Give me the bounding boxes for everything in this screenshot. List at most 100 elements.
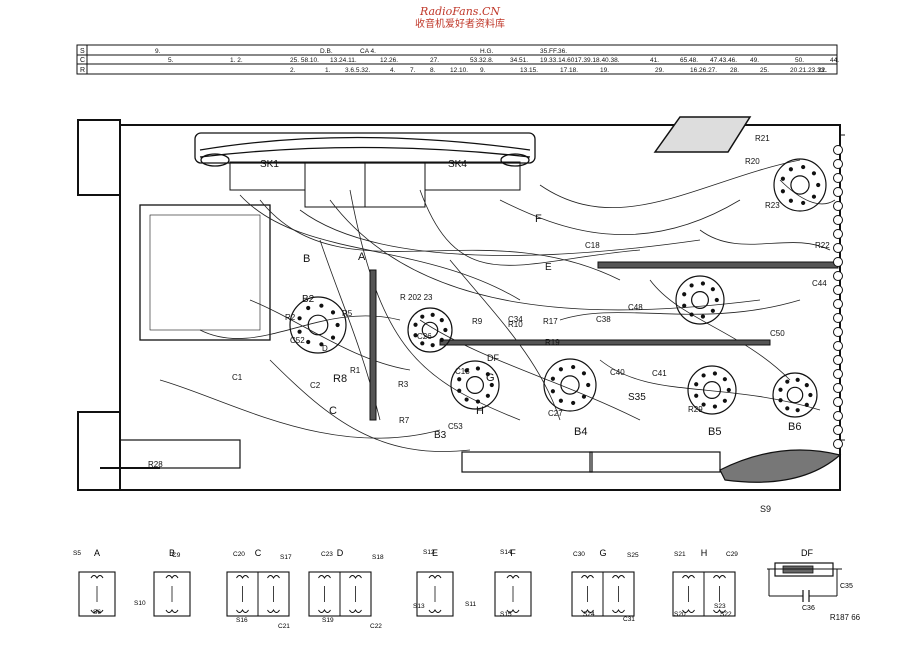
component-label: C38	[596, 315, 611, 324]
table-cell: 13.15.	[520, 67, 538, 74]
table-cell: 27.	[430, 57, 439, 64]
component-label: R17	[543, 317, 558, 326]
watermark-site: RadioFans.CN	[420, 5, 500, 18]
component-label: R5	[342, 309, 353, 318]
component-label: E	[545, 262, 552, 273]
table-cell: 1.	[325, 67, 331, 74]
table-cell: 17.18.	[560, 67, 578, 74]
module-part-label: C31	[623, 616, 635, 623]
component-label: C48	[628, 303, 643, 312]
module-title: E	[432, 548, 438, 558]
module-part-label: S5	[73, 550, 81, 557]
table-cell: 4.	[390, 67, 396, 74]
component-label: C41	[652, 369, 667, 378]
table-cell: H.G.	[480, 48, 494, 55]
component-label: C26	[417, 332, 432, 341]
module-part-label: C21	[278, 623, 290, 630]
module-part-label: S24	[583, 611, 595, 618]
watermark: RadioFans.CN 收音机爱好者资料库	[0, 5, 920, 30]
component-label: R29	[688, 405, 703, 414]
table-cell: 12.10.	[450, 67, 468, 74]
component-label: R28	[148, 460, 163, 469]
table-cell: 35.FF.36.	[540, 48, 567, 55]
table-cell: 9.	[155, 48, 161, 55]
module-part-label: S19	[322, 617, 334, 624]
component-label: R23	[765, 201, 780, 210]
module-title: B	[169, 548, 175, 558]
table-cell: 13.24.11.	[330, 57, 357, 64]
table-cell: 65.48.	[680, 57, 698, 64]
module-part-label: C22	[370, 623, 382, 630]
table-cell: 53.32.8.	[470, 57, 494, 64]
module-part-label: C36	[802, 605, 815, 612]
component-label: C34	[508, 315, 523, 324]
component-label: B6	[788, 421, 801, 433]
table-cell: 3.6.5.32.	[345, 67, 370, 74]
bottom-rail	[100, 439, 842, 483]
table-cell: 25. 58.10.	[290, 57, 319, 64]
module-part-label: C20	[233, 551, 245, 558]
footer-ref: R187 66	[830, 613, 861, 622]
component-label: DF	[487, 353, 499, 363]
module-part-label: S10	[134, 600, 146, 607]
component-label: C18	[585, 241, 600, 250]
module-part-label: S22	[720, 611, 732, 618]
component-label: F	[535, 213, 542, 225]
component-label: A	[358, 251, 366, 263]
module-part-label: C29	[726, 551, 738, 558]
component-label: R7	[399, 416, 410, 425]
component-label: B3	[434, 430, 447, 441]
component-label: C52	[290, 336, 305, 345]
component-label: B5	[708, 426, 721, 438]
module-part-label: S16	[236, 617, 248, 624]
component-label: R22	[815, 241, 830, 250]
table-cell: 25.	[760, 67, 769, 74]
component-label: R20	[745, 157, 760, 166]
component-label: H	[476, 405, 484, 417]
table-row-label: C	[80, 57, 85, 64]
component-label: C27	[548, 409, 563, 418]
component-label: R2	[285, 313, 296, 322]
module-part-label: S21	[674, 551, 686, 558]
component-label: R8	[333, 373, 347, 385]
terminal-column	[833, 145, 843, 449]
component-label: R21	[755, 134, 770, 143]
component-label: S35	[628, 392, 646, 403]
component-label: C50	[770, 329, 785, 338]
table-cell: 12.26.	[380, 57, 398, 64]
component-label: C53	[448, 422, 463, 431]
module-part-label: S15	[500, 611, 512, 618]
component-label: B2	[302, 294, 315, 305]
table-cell: 19.	[600, 67, 609, 74]
table-cell: 20.21.23.33.	[790, 67, 826, 74]
component-label: R19	[545, 338, 560, 347]
module-part-label: S25	[627, 552, 639, 559]
table-cell: 1. 2.	[230, 57, 243, 64]
table-cell: D.B.	[320, 48, 333, 55]
reference-table	[76, 44, 838, 75]
module-title: F	[510, 548, 516, 558]
module-part-label: C35	[840, 583, 853, 590]
table-cell: CA 4.	[360, 48, 376, 55]
module-part-label: S12	[423, 549, 435, 556]
watermark-subtitle: 收音机爱好者资料库	[415, 18, 505, 30]
component-label: C1	[232, 373, 243, 382]
module-part-label: S20	[674, 611, 686, 618]
module-title: G	[599, 548, 606, 558]
valve-sockets	[289, 158, 827, 418]
table-cell: 29.	[655, 67, 664, 74]
module-title: A	[94, 548, 100, 558]
dial-assembly	[194, 132, 536, 208]
component-label: SK1	[260, 159, 279, 170]
module-title: C	[255, 548, 262, 558]
component-label: S9	[760, 504, 771, 514]
